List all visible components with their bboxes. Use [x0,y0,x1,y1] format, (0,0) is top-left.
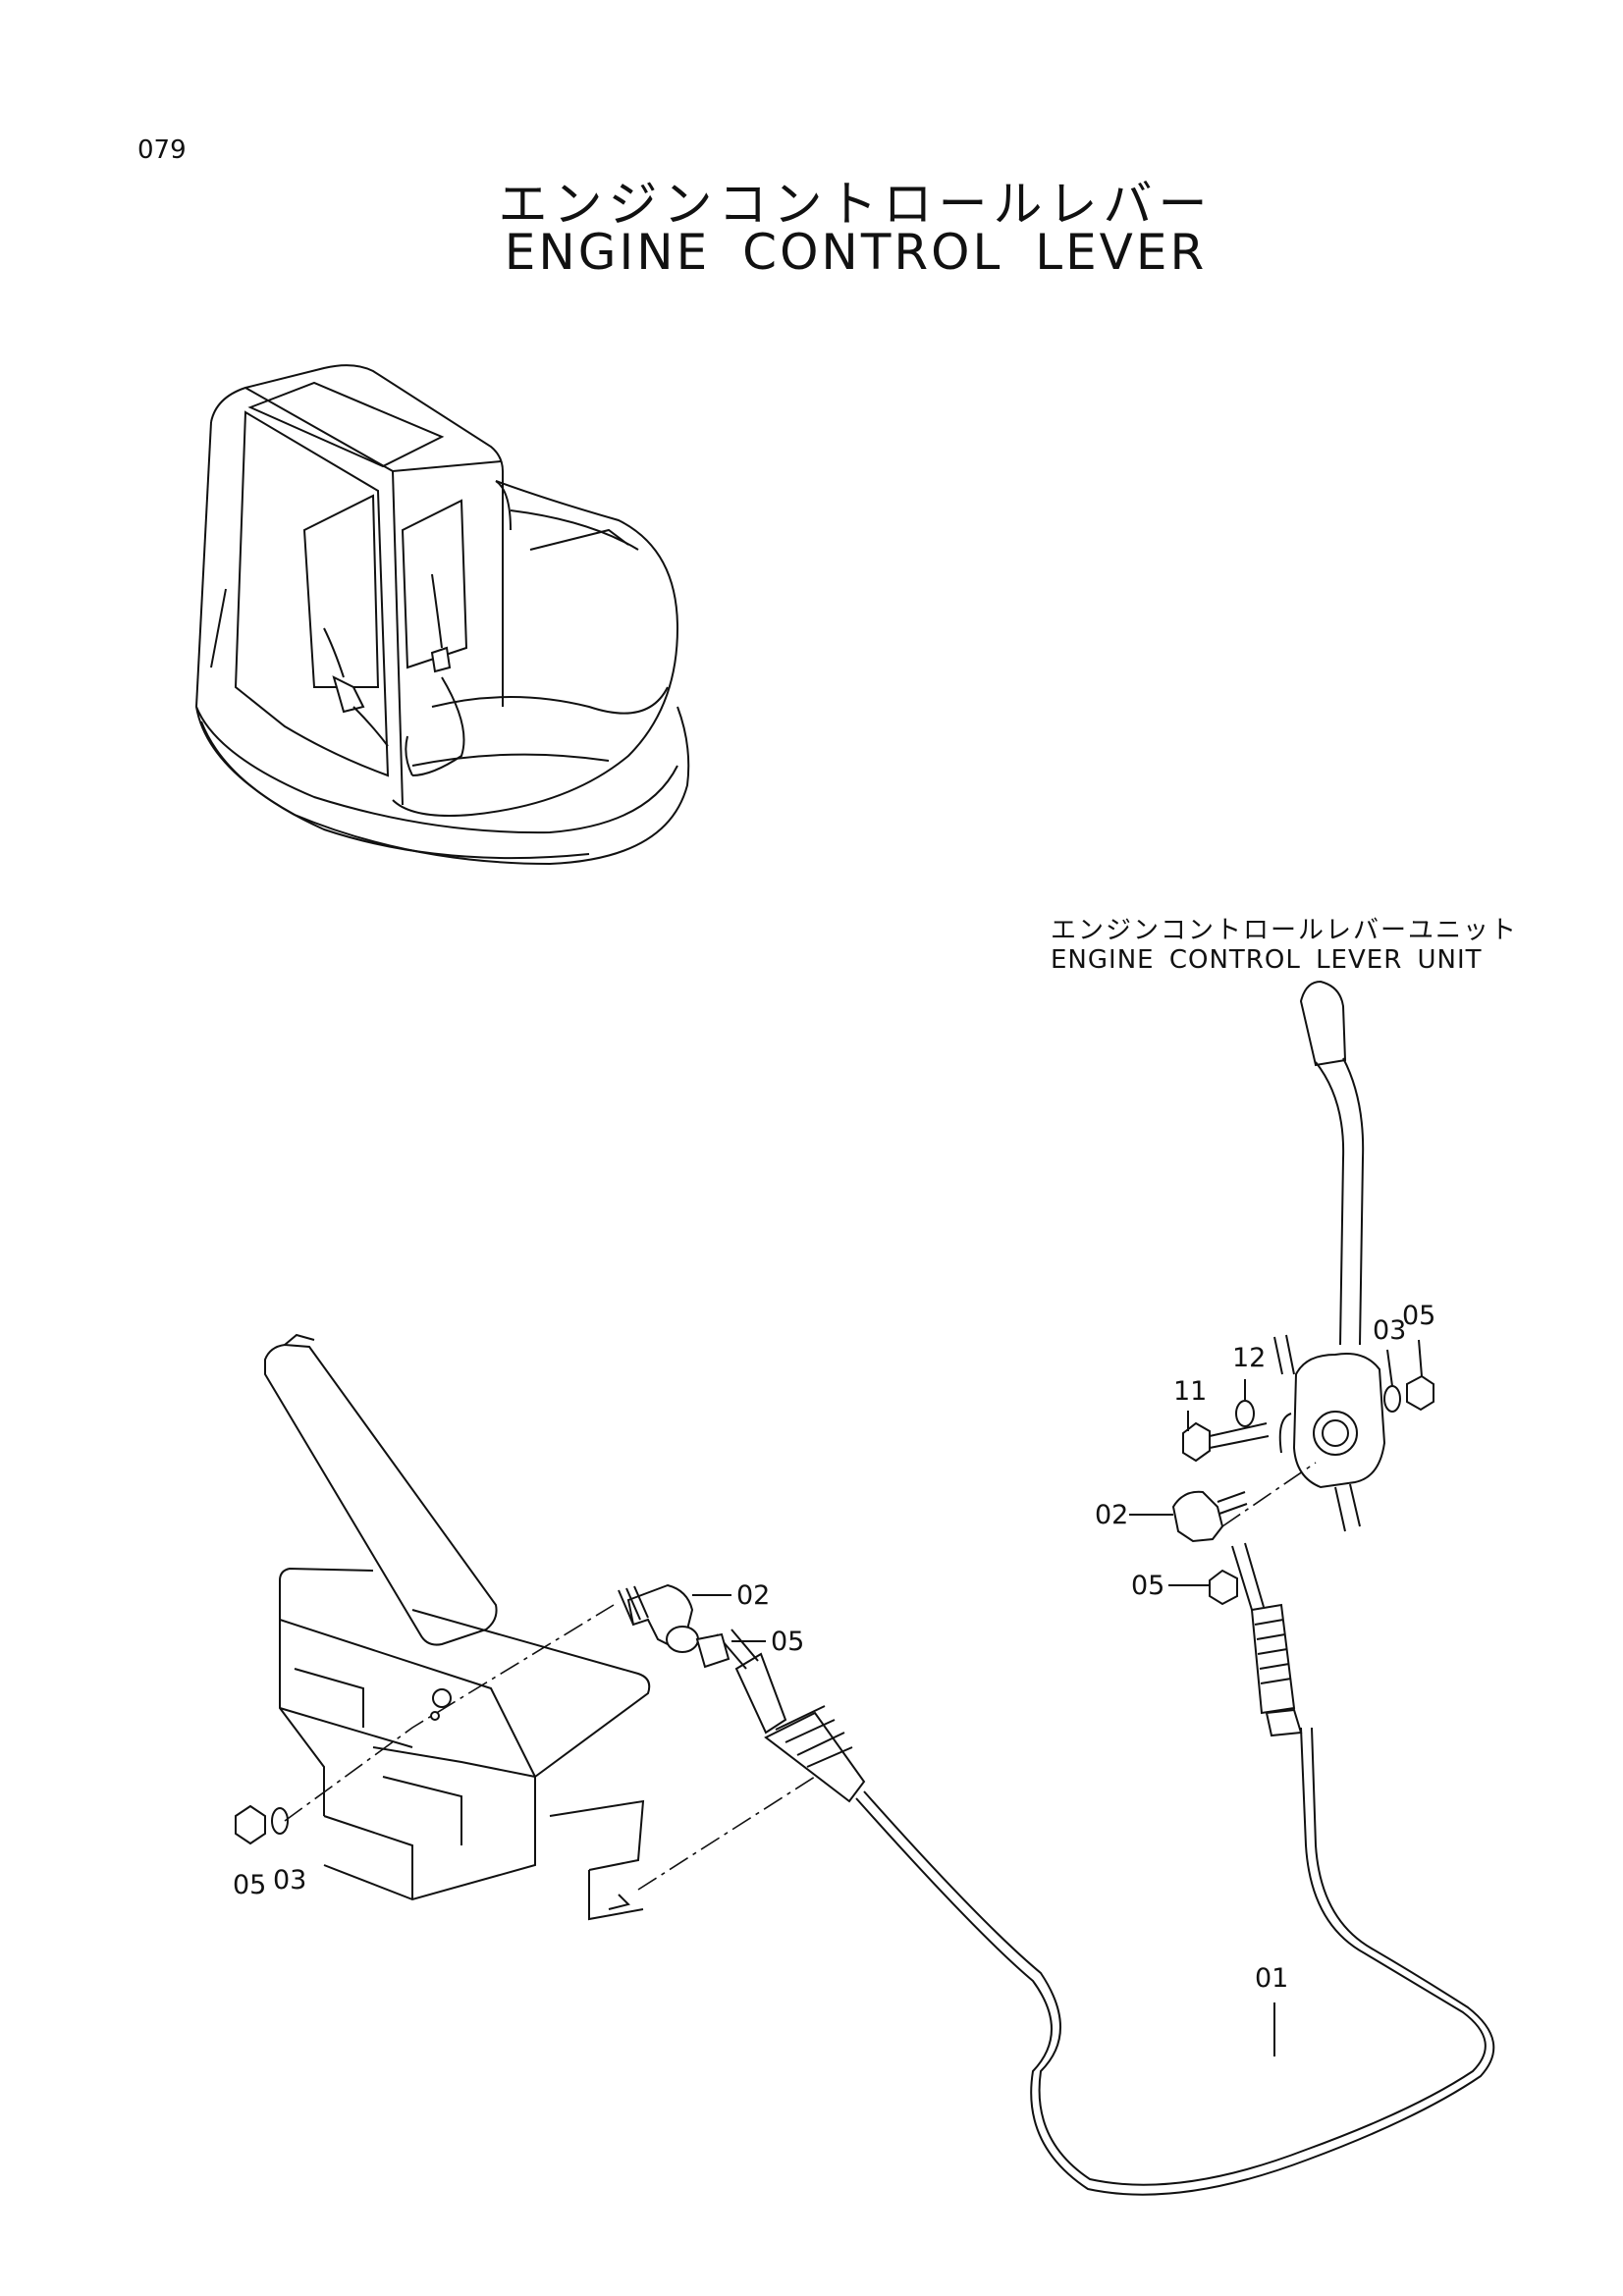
callout-05-nut-pedal: 05 [771,1627,805,1657]
callout-01-cable: 01 [1255,1963,1289,1994]
callout-12-washer: 12 [1232,1343,1267,1373]
callout-leaders [692,1340,1422,2056]
unit-label-english: ENGINE CONTROL LEVER UNIT [1051,945,1483,975]
engine-control-lever-unit-illustration [1173,982,1434,1604]
pedal-assembly-illustration [265,1335,649,1919]
callout-05-nut-left: 05 [233,1870,267,1900]
callout-03-washer-right: 03 [1373,1315,1407,1346]
callout-02-rod-end-pedal: 02 [736,1580,771,1611]
callout-05-nut-right-low: 05 [1131,1571,1165,1601]
unit-label-japanese: エンジンコントロールレバーユニット [1051,916,1519,945]
control-cable [717,1543,1493,2195]
callout-11-bolt: 11 [1173,1376,1208,1407]
callout-05-nut-right-top: 05 [1402,1301,1436,1331]
excavator-overview-illustration [196,365,688,864]
pedal-side-fittings [236,1585,815,1890]
page-title-english: ENGINE CONTROL LEVER [504,224,1208,281]
page-title-japanese: エンジンコントロールレバー [498,176,1214,233]
callout-02-rod-end-right: 02 [1095,1500,1129,1530]
page-number: 079 [137,135,187,165]
callout-03-washer-left: 03 [273,1865,307,1896]
